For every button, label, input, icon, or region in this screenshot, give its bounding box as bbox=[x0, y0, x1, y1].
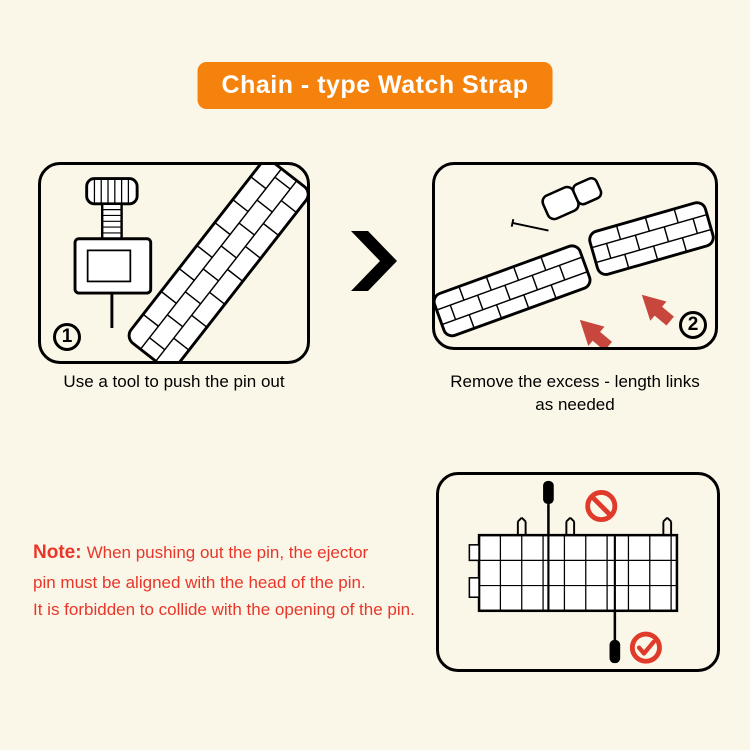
title-banner: Chain - type Watch Strap bbox=[197, 62, 553, 109]
ejector-pin-top bbox=[543, 480, 554, 536]
pin-alignment-panel bbox=[436, 472, 720, 672]
step-2-number: 2 bbox=[679, 311, 707, 339]
note-line-1: When pushing out the pin, the ejector bbox=[86, 543, 369, 562]
note-line-2: pin must be aligned with the head of the… bbox=[33, 572, 366, 592]
note-line-3: It is forbidden to collide with the open… bbox=[33, 600, 415, 620]
ejector-pin-bottom bbox=[609, 610, 621, 664]
removed-link bbox=[541, 176, 603, 221]
prohibited-icon bbox=[585, 490, 618, 523]
step-1-panel: 1 bbox=[38, 162, 310, 364]
next-step-arrow-icon bbox=[351, 231, 397, 291]
check-icon bbox=[629, 631, 662, 664]
red-arrow-icon bbox=[579, 319, 612, 347]
links-illustration bbox=[435, 176, 715, 347]
step-1-number: 1 bbox=[53, 323, 81, 351]
loose-pin bbox=[510, 218, 549, 232]
red-arrow-icon bbox=[641, 294, 674, 326]
tool-illustration bbox=[73, 165, 307, 361]
note-label: Note: bbox=[33, 542, 82, 563]
step-1-caption: Use a tool to push the pin out bbox=[63, 372, 285, 391]
step-2-panel: 2 bbox=[432, 162, 718, 350]
band-closeup bbox=[468, 516, 679, 613]
note: Note:When pushing out the pin, the eject… bbox=[33, 538, 473, 624]
step-2-caption: Remove the excess - length links as need… bbox=[432, 371, 718, 417]
link-remover-tool bbox=[73, 177, 153, 329]
pin-alignment-illustration bbox=[468, 480, 679, 664]
step-2-caption-line2: as needed bbox=[535, 394, 615, 414]
step-2-caption-line1: Remove the excess - length links bbox=[450, 372, 700, 391]
